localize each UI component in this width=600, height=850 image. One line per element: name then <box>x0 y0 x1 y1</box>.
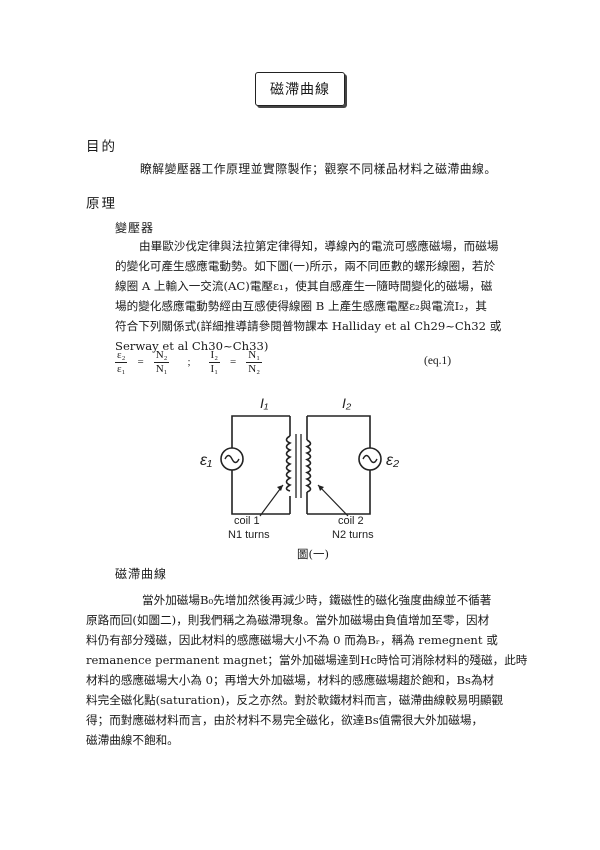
page-title: 磁滯曲線 <box>255 72 345 106</box>
coil-1-label: coil 1 <box>234 515 260 527</box>
purpose-text: 瞭解變壓器工作原理並實際製作；觀察不同樣品材料之磁滯曲線。 <box>140 162 497 176</box>
transformer-figure: I₁ I₂ ε₁ ε₂ coil 1 N1 turns coil 2 N2 tu… <box>200 395 399 541</box>
hysteresis-paragraph: 當外加磁場B₀先增加然後再減少時，鐵磁性的磁化強度曲線並不循著 原路而回(如圖二… <box>86 590 528 750</box>
paragraph-line: 料完全磁化點(saturation)，反之亦然。對於軟鐵材料而言，磁滯曲線較易明… <box>86 693 504 707</box>
label-i2: I₂ <box>342 395 352 411</box>
i2: I₂ <box>208 348 221 363</box>
fraction-i: I₂ I₁ <box>208 348 221 376</box>
equation-1: ε₂ ε₁ = N₂ N₁ ; I₂ I₁ = N₁ N₂ <box>115 348 263 376</box>
coil-1-icon <box>285 435 292 492</box>
paragraph-line: 料仍有部分殘磁，因此材料的感應磁場大小不為 0 而為Bᵣ，稱為 remegnen… <box>86 633 498 647</box>
coil-1-turns-label: N1 turns <box>228 529 270 541</box>
fraction-n: N₂ N₁ <box>153 348 170 376</box>
paragraph-line: 場的變化感應電動勢經由互感使得線圈 B 上產生感應電壓ε₂與電流I₂，其 <box>115 299 487 313</box>
hysteresis-heading: 磁滯曲線 <box>115 567 168 581</box>
n2: N₂ <box>153 348 170 363</box>
label-eps1: ε₁ <box>200 452 212 469</box>
label-i1: I₁ <box>260 395 269 411</box>
equation-separator: ; <box>187 356 191 368</box>
transformer-heading: 變壓器 <box>115 221 155 235</box>
paragraph-line: 由畢歐沙伐定律與法拉第定律得知，導線內的電流可感應磁場，而磁場 <box>139 239 499 253</box>
paragraph-line: 原路而回(如圖二)，則我們稱之為磁滯現象。當外加磁場由負值增加至零，因材 <box>86 613 490 627</box>
coil-2-label: coil 2 <box>338 515 364 527</box>
paragraph-line: 符合下列關係式(詳細推導請參閱普物課本 Halliday et al Ch29~… <box>115 319 502 333</box>
figure-caption: 圖(一) <box>297 547 329 561</box>
paragraph-line: remanence permanent magnet；當外加磁場達到Hc時恰可消… <box>86 653 528 667</box>
coil-1-pointer <box>259 484 284 517</box>
paragraph-line: 得；而對應磁材料而言，由於材料不易完全磁化，欲達Bs值需很大外加磁場， <box>86 713 484 727</box>
eps1: ε₁ <box>117 362 126 375</box>
coil-2-pointer <box>317 484 349 517</box>
paragraph-line: Serway et al Ch30~Ch33) <box>115 339 269 353</box>
coil-2-turns-label: N2 turns <box>332 529 374 541</box>
n1: N₁ <box>246 348 263 363</box>
paragraph-line: 線圈 A 上輸入一交流(AC)電壓ε₁，使其自感產生一隨時間變化的磁場，磁 <box>115 279 493 293</box>
i1: I₁ <box>210 362 219 375</box>
ac-source-1-icon <box>220 447 244 471</box>
eps2: ε₂ <box>115 348 128 363</box>
equation-label: (eq.1) <box>424 355 452 367</box>
transformer-paragraph: 由畢歐沙伐定律與法拉第定律得知，導線內的電流可感應磁場，而磁場 的變化可產生感應… <box>115 236 515 356</box>
n2: N₂ <box>248 362 261 375</box>
principle-heading: 原理 <box>86 196 117 212</box>
fraction-n-inverse: N₁ N₂ <box>246 348 263 376</box>
paragraph-line: 當外加磁場B₀先增加然後再減少時，鐵磁性的磁化強度曲線並不循著 <box>142 593 492 607</box>
paragraph-line: 的變化可產生感應電動勢。如下圖(一)所示，兩不同匝數的螺形線圈，若於 <box>115 259 496 273</box>
n1: N₁ <box>155 362 168 375</box>
paragraph-line: 材料的感應磁場大小為 0；再增大外加磁場，材料的感應磁場趨於飽和，Bs為材 <box>86 673 495 687</box>
coil-2-icon <box>305 439 312 493</box>
label-eps2: ε₂ <box>386 452 399 469</box>
purpose-heading: 目的 <box>86 139 117 155</box>
paragraph-line: 磁滯曲線不飽和。 <box>86 733 179 747</box>
ac-source-2-icon <box>358 447 382 471</box>
fraction-eps: ε₂ ε₁ <box>115 348 128 376</box>
